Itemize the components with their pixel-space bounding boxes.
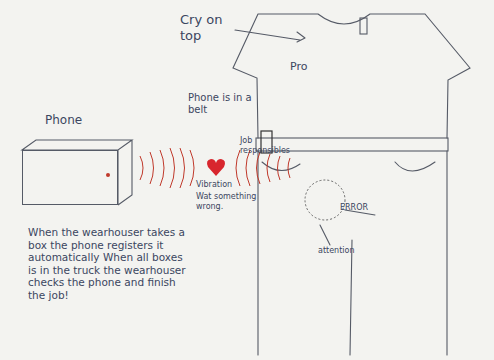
package-box: Phone bbox=[22, 150, 118, 205]
note-text: Cry on top bbox=[180, 12, 235, 43]
note-text: Job responsibles bbox=[240, 136, 292, 155]
box-sensor bbox=[106, 173, 110, 177]
description-text: When the wearhouser takes a box the phon… bbox=[28, 226, 188, 302]
note-text: Vibration bbox=[196, 180, 256, 190]
node-heading: Phone bbox=[45, 113, 82, 127]
note-text: Wat something wrong. bbox=[196, 192, 266, 211]
heart bbox=[207, 159, 225, 176]
dotted-area bbox=[305, 180, 345, 220]
shirt-print: Pro bbox=[290, 60, 320, 73]
box-perspective bbox=[22, 140, 132, 205]
shirt-and-pants bbox=[233, 14, 470, 355]
note-text: Phone is in a belt bbox=[188, 92, 266, 116]
note-text: attention bbox=[318, 246, 378, 256]
error-text: ERROR bbox=[340, 203, 390, 213]
